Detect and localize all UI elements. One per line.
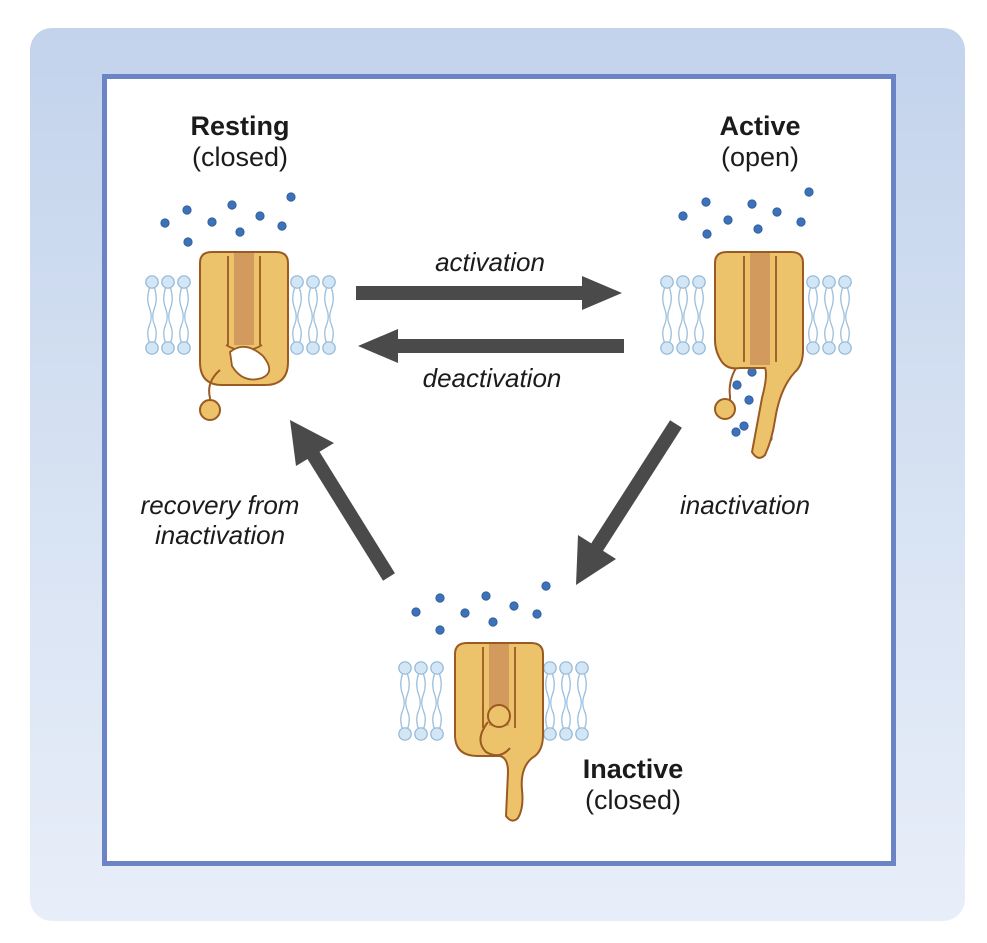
deactivation-label: deactivation [423,363,562,393]
inactive-subtitle: (closed) [585,785,681,815]
inactive-channel [454,642,544,822]
inactivation-arrow [576,420,682,585]
activation-arrow [356,276,622,310]
active-channel [714,251,804,459]
resting-title: Resting [190,111,289,141]
active-subtitle: (open) [721,142,799,172]
activation-label: activation [435,247,545,277]
inactive-ions [411,581,551,635]
resting-state: Resting (closed) [145,111,336,421]
resting-channel [199,251,289,421]
inactivation-label: inactivation [680,490,810,520]
deactivation-arrow [358,329,624,363]
recovery-arrow [290,420,395,581]
active-title: Active [719,111,800,141]
recovery-label-line1: recovery from [141,490,300,520]
inactive-state: Inactive (closed) [398,581,684,822]
recovery-label-line2: inactivation [155,520,285,550]
resting-ions [160,192,296,247]
inactive-title: Inactive [583,754,684,784]
active-state: Active (open) [660,111,852,459]
resting-subtitle: (closed) [192,142,288,172]
